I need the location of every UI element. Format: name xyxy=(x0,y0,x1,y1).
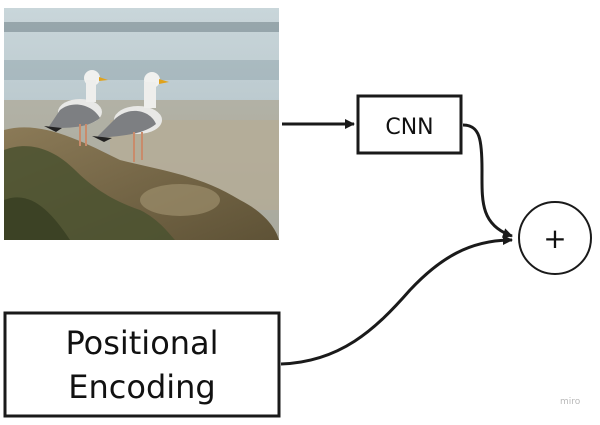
seagull-photo xyxy=(4,8,279,240)
seagull-right xyxy=(92,72,169,162)
seagull-left xyxy=(44,70,108,146)
sum-node: + xyxy=(518,201,592,275)
miro-watermark: miro xyxy=(560,397,581,407)
cnn-box: CNN xyxy=(356,94,463,155)
plus-symbol: + xyxy=(543,222,566,255)
arrow-encoding-to-sum xyxy=(280,235,513,366)
positional-encoding-box: Positional Encoding xyxy=(3,311,281,418)
positional-encoding-line1: Positional xyxy=(65,324,218,362)
arrow-cnn-to-sum xyxy=(462,123,513,238)
cnn-label: CNN xyxy=(385,115,433,140)
positional-encoding-line2: Encoding xyxy=(68,368,215,406)
